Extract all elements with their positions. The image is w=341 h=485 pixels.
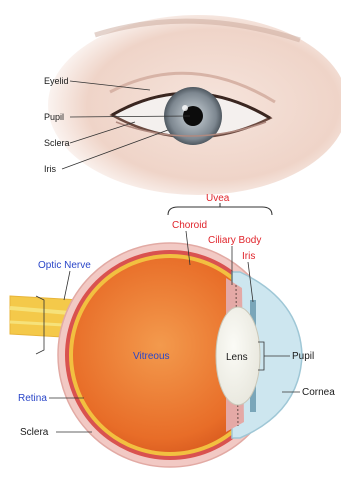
sclera-label-bottom: Sclera [20, 427, 49, 438]
iris-label-bottom: Iris [242, 251, 255, 262]
optic-nerve-label: Optic Nerve [38, 260, 91, 271]
uvea-label: Uvea [206, 193, 230, 204]
choroid-label: Choroid [172, 220, 207, 231]
uvea-bracket [168, 207, 272, 215]
retina-label: Retina [18, 393, 47, 404]
eye-highlight [182, 105, 188, 111]
sclera-label-top: Sclera [44, 138, 70, 148]
ciliary-body-label: Ciliary Body [208, 235, 261, 246]
pupil-label-top: Pupil [44, 112, 64, 122]
optic-nerve-leader [64, 271, 70, 300]
external-eye-illustration [48, 15, 341, 195]
cornea-label: Cornea [302, 387, 335, 398]
iris-label-top: Iris [44, 164, 56, 174]
vitreous-label: Vitreous [133, 351, 170, 362]
pupil-label-bottom: Pupil [292, 351, 314, 362]
eyelid-label: Eyelid [44, 76, 69, 86]
lens-label: Lens [226, 352, 248, 363]
